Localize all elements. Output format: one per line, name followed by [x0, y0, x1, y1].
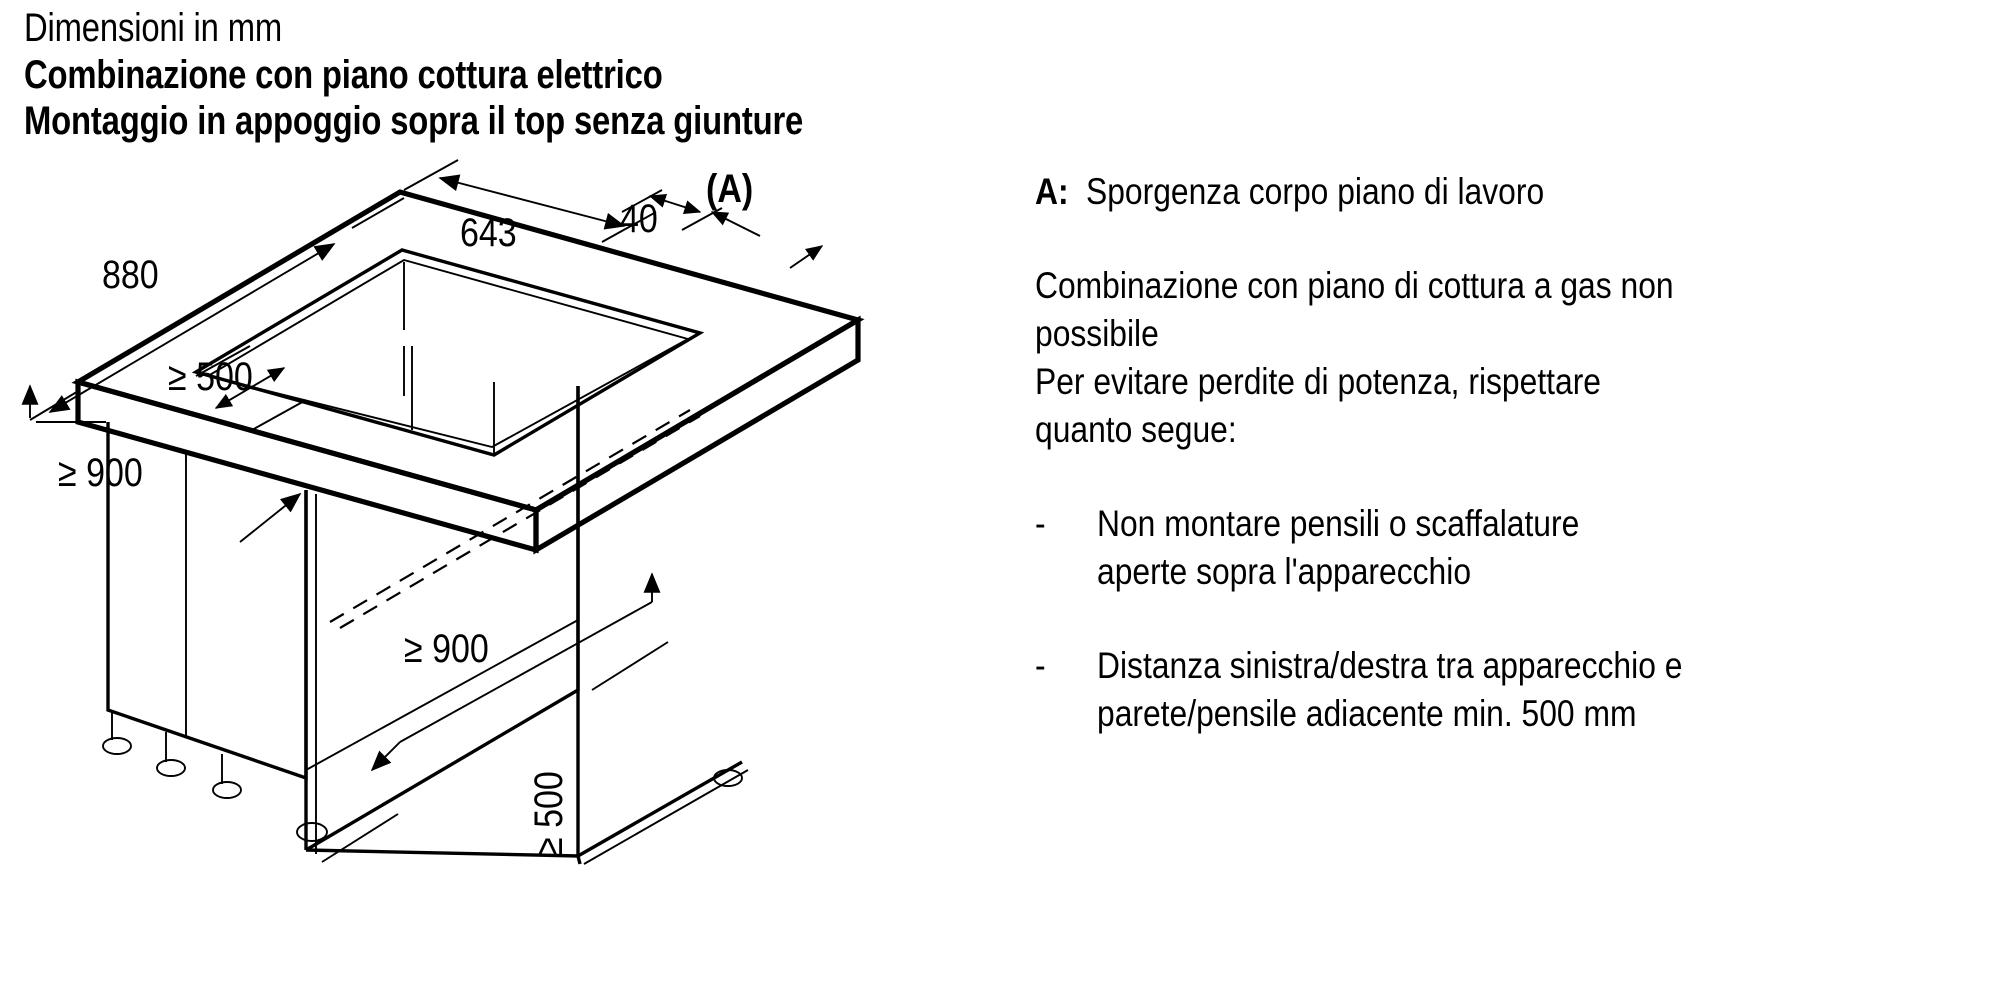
bullet-text-2-line-1: Distanza sinistra/destra tra apparecchio… — [1097, 645, 1683, 686]
dim-643-label: 643 — [460, 209, 517, 254]
legend-a: A: Sporgenza corpo piano di lavoro — [1035, 168, 1990, 216]
seam-dashed-line-1 — [329, 409, 691, 623]
note-paragraph-2-line-1: Per evitare perdite di potenza, rispetta… — [1035, 361, 1602, 402]
callout-a-label: (A) — [706, 165, 753, 210]
dimension-900-height: ≥ 900 — [21, 384, 302, 543]
foot-5-pad — [713, 769, 743, 787]
note-paragraph-2: Per evitare perdite di potenza, rispetta… — [1035, 358, 1990, 454]
dim-880-ext-1 — [29, 389, 81, 421]
legend-a-key: A: — [1035, 171, 1069, 212]
dim-643-ext-2 — [601, 211, 657, 243]
callout-a-leader-2 — [789, 245, 824, 269]
dimension-500-vertical: ≥ 500 — [403, 262, 571, 856]
notes-spacer-2 — [1035, 596, 1990, 636]
bullet-marker-1: - — [1035, 503, 1046, 544]
dim-880-label: 880 — [102, 251, 159, 296]
cabinet-feet — [102, 710, 743, 842]
worktop-front-right-edge — [533, 315, 861, 555]
dim-40-arrow — [648, 193, 702, 215]
callout-a: (A) — [706, 165, 824, 269]
bullet-text-1-line-1: Non montare pensili o scaffalature — [1097, 503, 1580, 544]
page-title-line-1: Combinazione con piano cottura elettrico — [24, 53, 663, 97]
bullet-marker-2: - — [1035, 645, 1046, 686]
foot-1-pad — [102, 737, 132, 755]
dim-643-ext-1 — [403, 159, 459, 191]
bullet-text-1: Non montare pensili o scaffalature apert… — [1097, 500, 1990, 596]
dimension-880: 880 — [29, 197, 405, 421]
dim-500h-label: ≥ 500 — [168, 353, 253, 398]
drawing-canvas: 880 643 40 (A) — [21, 159, 865, 865]
dimension-900-depth: ≥ 900 — [321, 572, 669, 863]
worktop-cutout-inner — [205, 258, 691, 449]
foot-3-pad — [212, 781, 242, 799]
note-paragraph-2-line-2: quanto segue: — [1035, 409, 1237, 450]
cabinet-shelf-line — [305, 619, 579, 771]
dim-40-label: 40 — [620, 195, 658, 240]
plinth-back-edge-2 — [583, 769, 749, 865]
dim-500h-arrow — [214, 367, 286, 409]
dim-500h-ext-2 — [251, 399, 307, 431]
dim-880-ext-2 — [351, 197, 405, 229]
notes-spacer — [1035, 454, 1990, 494]
units-note: Dimensioni in mm — [24, 6, 283, 50]
dim-900d-ext-1 — [591, 641, 669, 691]
dimension-500-horizontal: ≥ 500 — [168, 345, 307, 431]
dim-500v-label: ≥ 500 — [525, 771, 570, 856]
bullet-text-2: Distanza sinistra/destra tra apparecchio… — [1097, 642, 1990, 738]
dimension-40: 40 — [620, 189, 723, 241]
cabinet-floor-corner — [576, 855, 582, 865]
dim-40-ext-1 — [621, 189, 663, 213]
bullet-item-2: - Distanza sinistra/destra tra apparecch… — [1035, 642, 1990, 738]
dim-900d-ext-2 — [321, 813, 399, 863]
page-title-line-2: Montaggio in appoggio sopra il top senza… — [24, 99, 804, 143]
note-paragraph-1-line-1: Combinazione con piano di cottura a gas … — [1035, 265, 1674, 306]
dim-643-arrow — [438, 174, 626, 230]
heading-block: Dimensioni in mm Combinazione con piano … — [24, 6, 1124, 144]
dim-900h-arrow-lower — [239, 492, 302, 543]
dim-500h-ext-1 — [195, 345, 251, 377]
note-paragraph-1: Combinazione con piano di cottura a gas … — [1035, 262, 1990, 358]
foot-4-pad — [296, 822, 328, 842]
dim-40-ext-2 — [681, 207, 723, 231]
bullet-item-1: - Non montare pensili o scaffalature ape… — [1035, 500, 1990, 596]
note-paragraph-1-line-2: possibile — [1035, 313, 1159, 354]
legend-a-text: Sporgenza corpo piano di lavoro — [1086, 171, 1545, 212]
dim-900d-line — [399, 601, 653, 743]
bullet-text-1-line-2: aperte sopra l'apparecchio — [1097, 551, 1472, 592]
isometric-cabinet-drawing: 880 643 40 (A) — [0, 150, 1020, 980]
foot-2-pad — [156, 759, 186, 777]
dimension-643: 643 — [403, 159, 657, 255]
dim-880-arrow — [48, 243, 336, 413]
callout-a-leader-1 — [710, 211, 761, 237]
bullet-text-2-line-2: parete/pensile adiacente min. 500 mm — [1097, 693, 1637, 734]
dim-900d-arrow-lower — [370, 741, 401, 772]
notes-panel: A: Sporgenza corpo piano di lavoro Combi… — [1035, 168, 1990, 738]
dim-900h-label: ≥ 900 — [58, 449, 143, 494]
seam-dashed-line-2 — [339, 415, 701, 629]
plinth-back-edge — [577, 760, 743, 858]
dim-900d-label: ≥ 900 — [404, 625, 489, 670]
